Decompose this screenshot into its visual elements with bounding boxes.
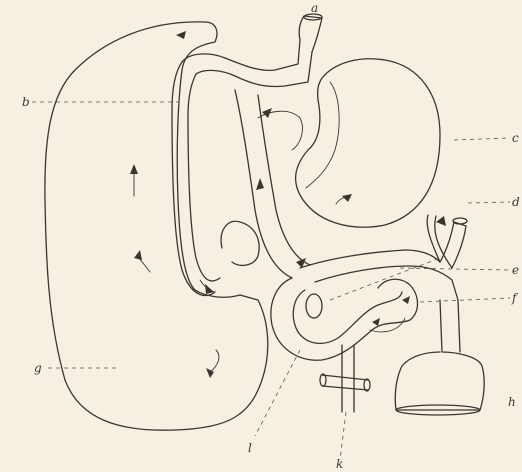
label-c: c bbox=[512, 131, 519, 145]
duct-left-inner bbox=[188, 74, 220, 281]
lower-connection-bottom bbox=[315, 266, 458, 300]
label-a: a bbox=[311, 1, 318, 15]
label-f: f bbox=[511, 291, 519, 305]
sac-c-fold bbox=[306, 82, 339, 188]
stem-k-left-end bbox=[320, 374, 326, 386]
small-lobe bbox=[221, 221, 259, 265]
central-duct-right bbox=[258, 95, 310, 265]
sac-c bbox=[296, 59, 440, 227]
stem-k-crossbar bbox=[322, 375, 368, 390]
vessel-a bbox=[299, 16, 322, 52]
label-h: h bbox=[508, 395, 516, 409]
inner-nodule bbox=[306, 294, 322, 318]
central-duct-left bbox=[235, 90, 292, 278]
label-g: g bbox=[34, 361, 42, 375]
inner-curl bbox=[370, 318, 405, 332]
label-k: k bbox=[336, 457, 343, 471]
label-d: d bbox=[512, 195, 520, 209]
sac-g bbox=[45, 22, 268, 430]
duct-top-connector bbox=[182, 40, 300, 70]
duct-top-connector-inner bbox=[196, 52, 312, 87]
label-e: e bbox=[512, 263, 519, 277]
stem-k-right-end bbox=[364, 379, 370, 391]
vessel-d-opening bbox=[453, 218, 467, 224]
label-l: l bbox=[248, 441, 252, 455]
duct-left-outer bbox=[172, 62, 215, 296]
label-b: b bbox=[22, 95, 30, 109]
cup-h-stem bbox=[458, 300, 460, 352]
cup-h bbox=[395, 300, 484, 410]
vessel-d bbox=[440, 222, 466, 268]
lower-connection-top bbox=[300, 250, 440, 268]
